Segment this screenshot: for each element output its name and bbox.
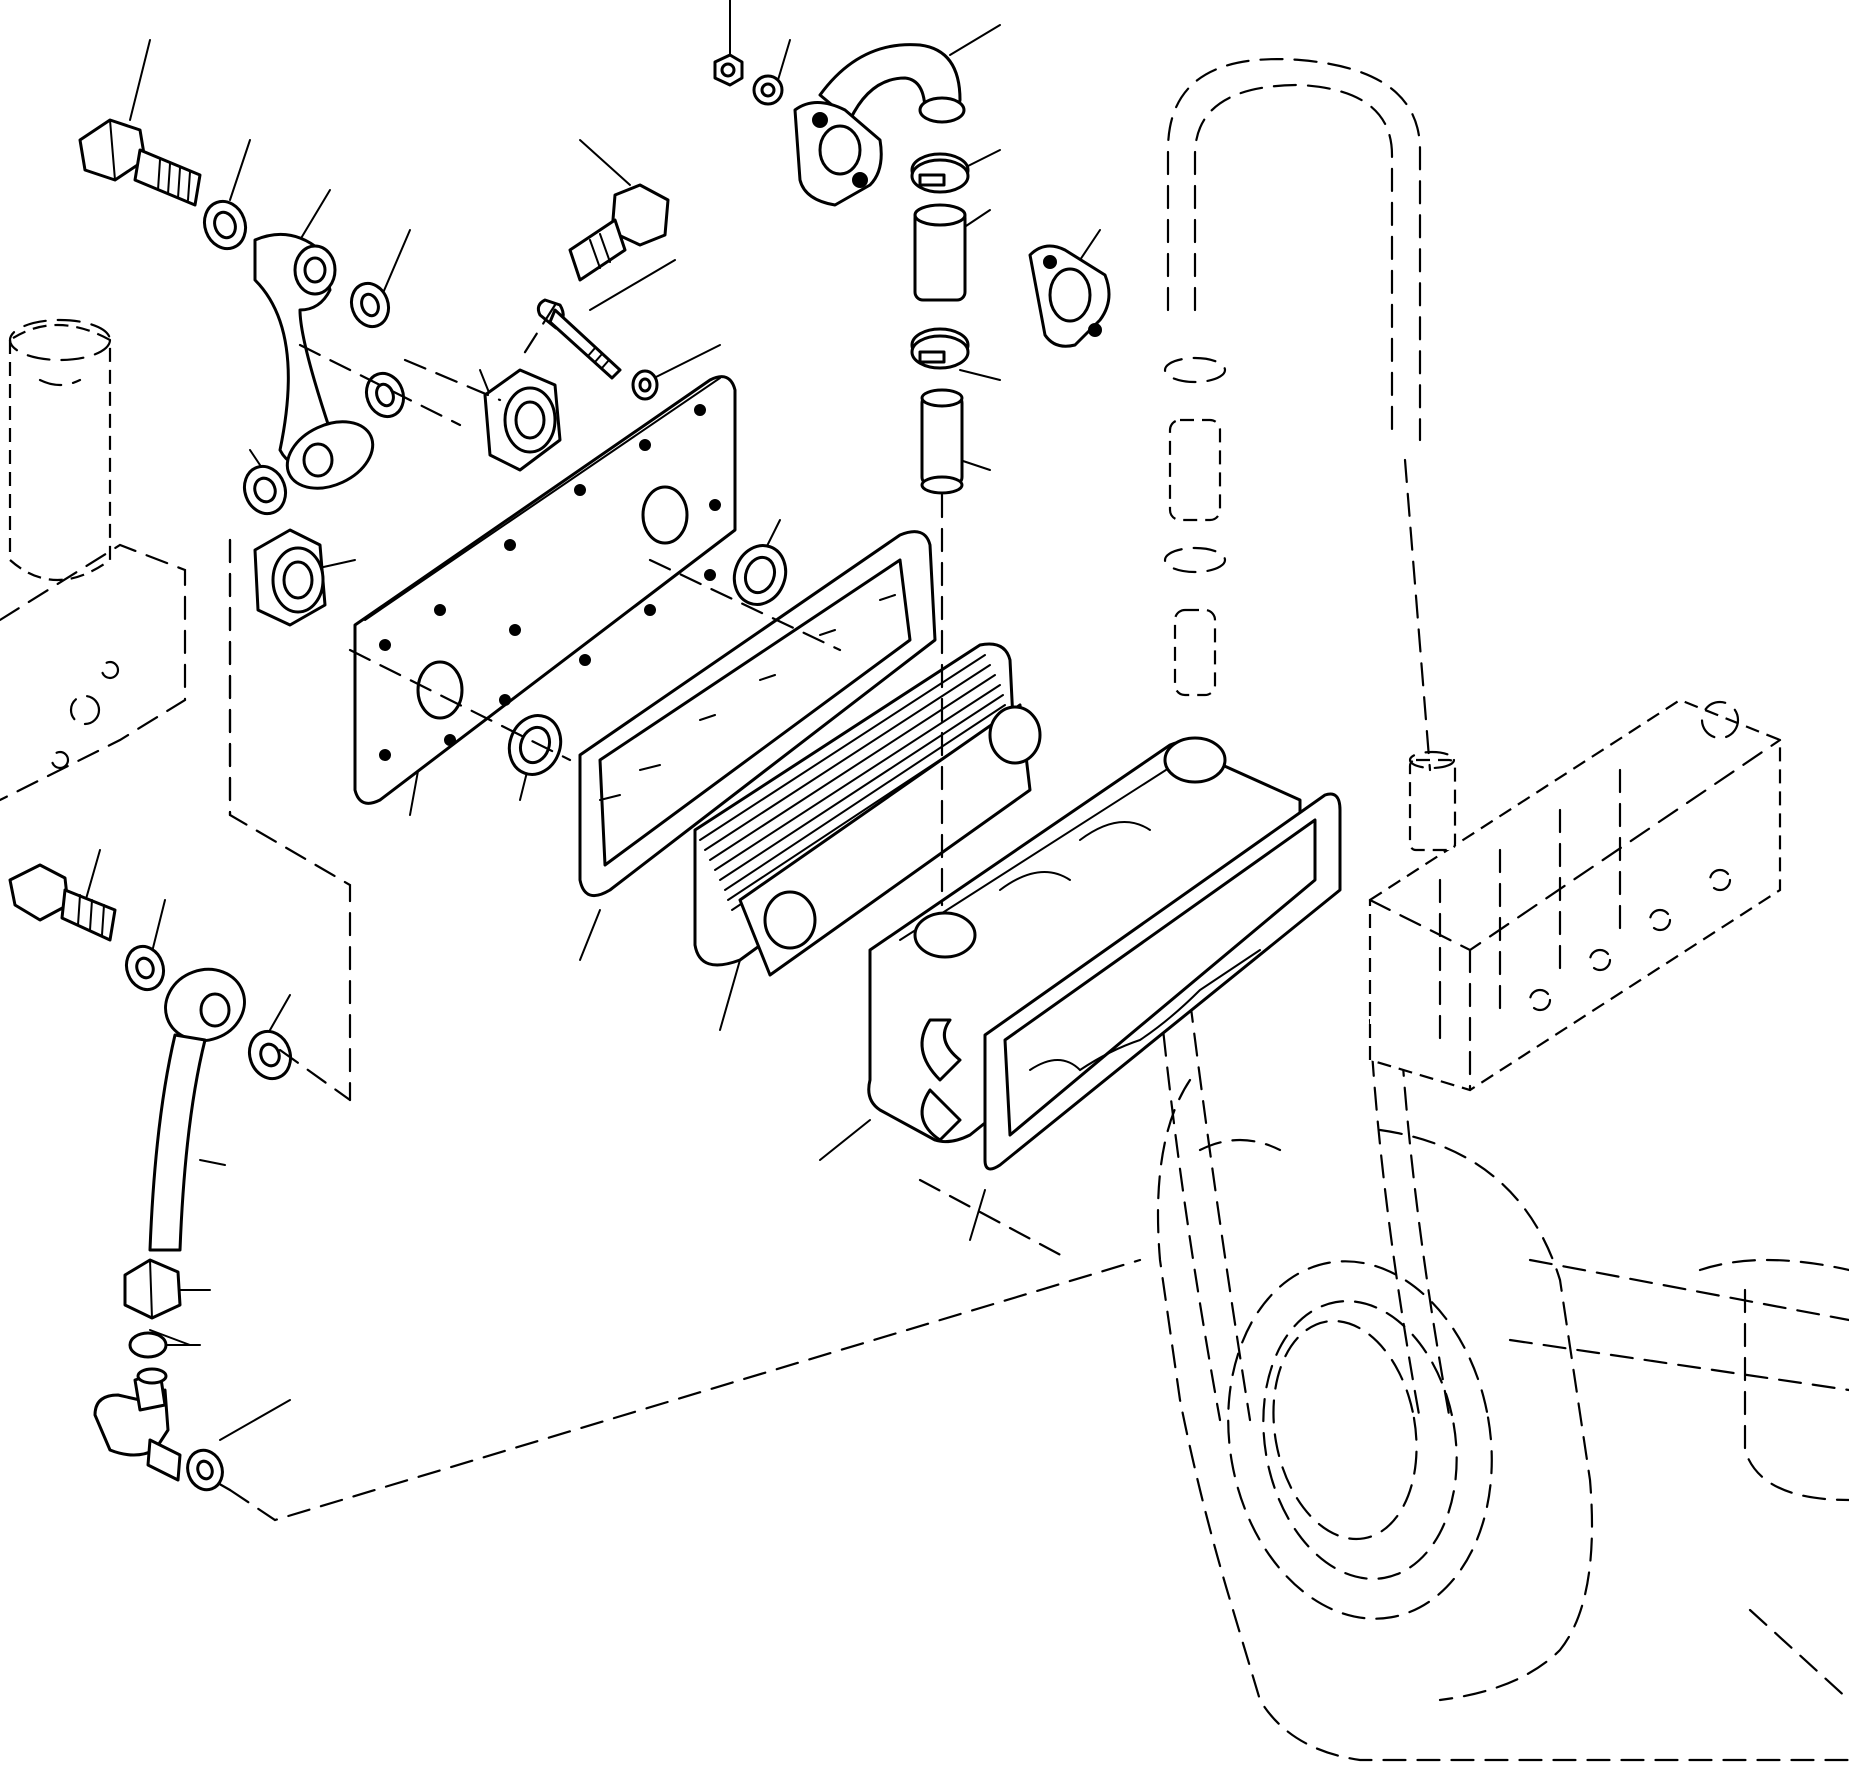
lock-washer <box>631 369 659 401</box>
fitting-washer <box>186 1448 224 1492</box>
middle-banjo-bolt <box>568 183 670 282</box>
upper-adapter-nut <box>483 368 562 472</box>
lower-banjo-bolt <box>8 863 117 942</box>
cooler-core <box>693 642 1042 977</box>
long-bolt <box>536 298 622 380</box>
assembly-guide-lines <box>228 303 842 1102</box>
phantom-engine-block <box>0 58 1849 1762</box>
elbow-fitting <box>93 1367 182 1482</box>
cover-gasket <box>578 530 937 898</box>
hose-clamp-lower <box>910 327 970 370</box>
cooler-housing <box>867 736 1302 1144</box>
lower-adapter-nut <box>253 528 327 627</box>
pipe-nut <box>123 1258 182 1320</box>
flange-gasket <box>1028 244 1111 348</box>
top-nut-washer <box>713 53 784 106</box>
plate-seal-rings <box>507 544 788 776</box>
upper-banjo-bolt <box>78 118 202 207</box>
lower-oil-pipe <box>148 967 246 1252</box>
upper-sealing-washer <box>202 199 248 251</box>
upper-oil-pipe <box>253 232 375 490</box>
hose-clamp-upper <box>910 152 970 194</box>
olive-ring <box>128 1331 168 1359</box>
hose-sleeve-upper <box>913 203 967 302</box>
elbow-pipe <box>818 43 966 124</box>
cooler-cover-plate <box>353 375 737 805</box>
pipe-flange <box>793 101 883 207</box>
hose-sleeve-lower <box>920 388 964 495</box>
lower-washers <box>124 944 293 1081</box>
housing-gasket <box>983 792 1342 1171</box>
